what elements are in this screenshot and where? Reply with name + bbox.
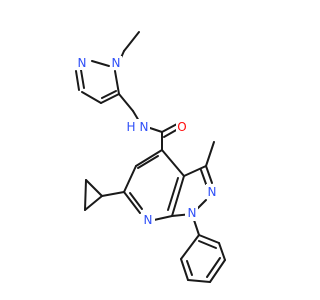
bond: [84, 179, 87, 211]
atom-label: N: [140, 120, 149, 134]
bond: [149, 127, 163, 133]
bond: [123, 31, 140, 52]
atom-label: N: [78, 56, 87, 70]
atom-n-pyrazole-2: N: [76, 56, 88, 70]
atom-label: O: [177, 120, 186, 134]
bond: [183, 165, 207, 177]
bond: [200, 169, 207, 185]
atom-n-pyrazole-1: N: [110, 56, 122, 70]
atom-label: N: [112, 56, 121, 70]
bond: [161, 123, 178, 133]
bond: [153, 215, 173, 221]
atom-n-ring-1: N: [185, 206, 198, 221]
bond: [123, 191, 141, 214]
bond: [198, 234, 220, 244]
bond: [187, 279, 211, 283]
atom-label: N: [188, 206, 197, 220]
bond: [123, 165, 137, 193]
bond: [180, 258, 189, 281]
bond: [206, 257, 221, 278]
bond: [198, 240, 217, 249]
bond: [186, 260, 193, 276]
bond: [137, 155, 159, 169]
bonds: [75, 31, 226, 283]
atom-label: N: [208, 185, 217, 199]
bond: [205, 141, 215, 167]
bond: [114, 70, 120, 95]
bond: [100, 93, 120, 104]
bond: [91, 60, 110, 67]
atom-amide-nh: H N: [125, 119, 150, 135]
bond: [75, 70, 80, 91]
bond: [80, 69, 85, 89]
bond: [161, 149, 185, 177]
bond: [163, 128, 179, 138]
bond: [101, 191, 125, 197]
atom-labels: N N H N O N N N: [76, 56, 219, 228]
atom-n-ring-2: N: [206, 184, 219, 199]
bond: [81, 91, 102, 104]
atom-carbonyl-o: O: [176, 120, 189, 135]
bond: [129, 192, 143, 210]
bond: [101, 90, 117, 99]
bond: [135, 149, 163, 167]
bond: [209, 259, 226, 283]
bond: [180, 234, 200, 260]
bond: [171, 175, 185, 217]
bond: [167, 177, 179, 211]
molecule-structure: N N H N O N N N: [75, 31, 226, 283]
bond: [118, 93, 134, 112]
bond: [205, 165, 213, 184]
bond: [84, 195, 103, 211]
atom-label: H: [126, 120, 135, 134]
bond: [218, 242, 226, 261]
bond: [85, 179, 103, 197]
atom-n-ring-7: N: [142, 213, 155, 228]
atom-label: N: [144, 213, 153, 227]
